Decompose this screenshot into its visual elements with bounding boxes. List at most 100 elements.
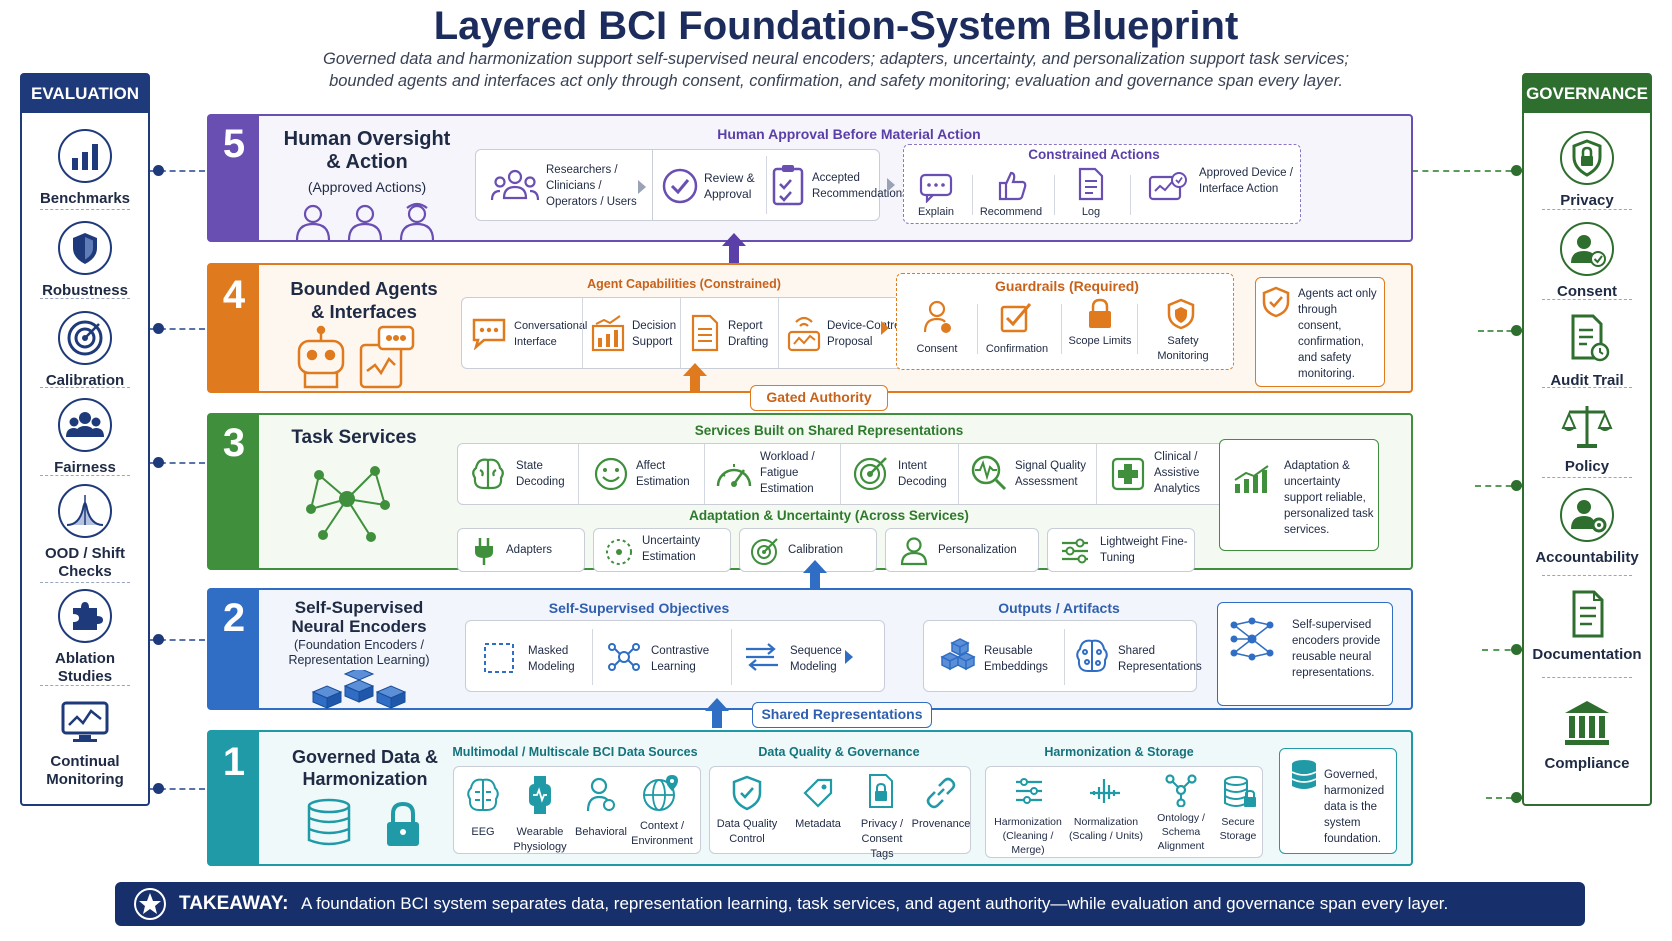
safety-shield-icon (1167, 298, 1195, 330)
people-group-icon (58, 398, 112, 452)
intent-target-icon (853, 457, 887, 491)
adapt-uncertainty-label: Uncertainty Estimation (642, 535, 701, 563)
gov-item-audit: Audit Trail (1524, 310, 1650, 390)
dq-control: Data Quality Control (716, 818, 778, 845)
signal-magnifier-icon (971, 455, 1007, 491)
database-lock-icon (307, 798, 419, 846)
layer-5-review-panel: Researchers / Clinicians / Operators / U… (475, 149, 908, 221)
dq-privacy: Privacy / Consent Tags (860, 818, 904, 860)
arrow-up-icon (705, 698, 729, 728)
layer-2-title-b: Neural Encoders (291, 617, 427, 636)
takeaway-text: A foundation BCI system separates data, … (301, 894, 1449, 913)
eeg-brain-icon (467, 778, 499, 811)
layer-5-number: 5 (209, 116, 259, 240)
eval-item-ablation: Ablation Studies (22, 588, 148, 686)
brain-network-icon (1076, 639, 1108, 672)
layer-5-title-b: & Action (326, 151, 408, 173)
layer-4-note-text: Agents act only through consent, confirm… (1298, 288, 1377, 380)
objective-sequence: Sequence Modeling (790, 645, 842, 673)
chevron-right-icon (845, 650, 853, 664)
calibration-target-icon (751, 538, 778, 565)
normalization-wave-icon (1090, 779, 1120, 803)
smile-icon (594, 457, 628, 491)
chevron-right-icon (881, 321, 889, 335)
brain-icon (472, 458, 504, 490)
subtitle-line-2: bounded agents and interfaces act only t… (329, 72, 1343, 90)
sequence-arrows-icon (746, 643, 778, 671)
layer-2-subtitle-a: (Foundation Encoders / (294, 638, 424, 652)
layer-5-review: Review & Approval (704, 171, 755, 201)
layer-4-number: 4 (209, 265, 259, 391)
chat-bubble-icon (472, 318, 506, 350)
guard-safety: Safety Monitoring (1157, 335, 1209, 362)
adapt-personalization-label: Personalization (938, 544, 1017, 556)
source-eeg: EEG (471, 826, 495, 838)
gov-label-privacy: Privacy (1560, 192, 1614, 209)
source-behavioral: Behavioral (575, 826, 627, 838)
layer-5: 5 Human Oversight & Action (Approved Act… (207, 114, 1413, 242)
privacy-lock-icon (869, 774, 893, 808)
people-icon (295, 202, 435, 240)
lock-icon (1089, 298, 1111, 328)
guard-scope: Scope Limits (1068, 335, 1132, 347)
adaptation-title: Adaptation & Uncertainty (Across Service… (689, 508, 969, 523)
layer-5-users: Researchers / Clinicians / Operators / U… (546, 164, 637, 208)
service-state-decoding: State Decoding (516, 460, 565, 488)
layer-5-accepted: Accepted Recommendations (812, 172, 908, 200)
sources-panel: EEG Wearable Physiology Behavioral Conte… (453, 766, 701, 854)
layer-3-note: Adaptation & uncertainty support reliabl… (1219, 439, 1379, 551)
hs-panel: Harmonization (Cleaning / Merge) Normali… (985, 766, 1263, 858)
puzzle-icon (58, 589, 112, 643)
check-circle-icon (662, 168, 698, 204)
source-context: Context / Environment (631, 820, 693, 847)
chat-icon (919, 173, 953, 203)
output-representations: Shared Representations (1118, 645, 1202, 673)
eval-item-robustness: Robustness (22, 220, 148, 300)
eval-label-ood: OOD / Shift Checks (45, 545, 125, 580)
gated-authority-pill: Gated Authority (750, 385, 888, 411)
guardrails-box: Guardrails (Required) Consent Confirmati… (896, 273, 1234, 370)
layer-4-title-b: & Interfaces (311, 301, 417, 322)
eval-label-calibration: Calibration (45, 372, 125, 389)
dq-panel: Data Quality Control Metadata Privacy / … (709, 766, 971, 860)
globe-pin-icon (643, 775, 678, 811)
arrow-up-icon (803, 560, 827, 590)
gov-label-documentation: Documentation (1532, 646, 1642, 663)
page-title: Layered BCI Foundation-System Blueprint (433, 4, 1239, 48)
layer-4-note: Agents act only through consent, confirm… (1255, 277, 1385, 387)
service-intent: Intent Decoding (898, 460, 947, 488)
layer-4-title-a: Bounded Agents (290, 278, 438, 299)
user-check-icon (1560, 222, 1614, 276)
objectives-panel: Masked Modeling Contrastive Learning Seq… (465, 620, 885, 692)
report-icon (691, 314, 719, 352)
takeaway-label: TAKEAWAY: (179, 893, 289, 914)
chevron-right-icon (887, 178, 895, 192)
layer-5-title-a: Human Oversight (283, 128, 451, 150)
action-log: Log (1081, 206, 1101, 218)
person-icon (900, 537, 928, 566)
subtitle-line-1: Governed data and harmonization support … (322, 50, 1350, 68)
document-icon (1572, 590, 1604, 638)
checkbox-icon (1000, 303, 1032, 333)
gov-item-privacy: Privacy (1524, 130, 1650, 210)
eval-item-ood: OOD / Shift Checks (22, 483, 148, 581)
cap-report: Report Drafting (728, 320, 769, 348)
document-clock-icon (1571, 314, 1610, 362)
layer-3-number: 3 (209, 415, 259, 568)
shield-icon (58, 221, 112, 275)
eval-item-calibration: Calibration (22, 310, 148, 390)
outputs-title: Outputs / Artifacts (998, 600, 1120, 616)
users-icon (490, 169, 540, 201)
layer-2-note: Self-supervised encoders provide reusabl… (1217, 602, 1393, 706)
dq-metadata: Metadata (795, 818, 841, 830)
gov-item-consent: Consent (1524, 221, 1650, 301)
guard-confirmation: Confirmation (985, 343, 1049, 355)
log-document-icon (1078, 167, 1104, 201)
constrained-actions-title: Constrained Actions (1028, 147, 1160, 162)
tag-icon (803, 778, 833, 808)
layer-1-note-text: Governed, harmonized data is the system … (1324, 769, 1385, 845)
evaluation-header: EVALUATION (22, 75, 148, 113)
layer-2-subtitle-b: Representation Learning) (288, 653, 430, 667)
monitor-chart-icon (61, 701, 109, 742)
action-approved-device: Approved Device / Interface Action (1199, 167, 1293, 195)
